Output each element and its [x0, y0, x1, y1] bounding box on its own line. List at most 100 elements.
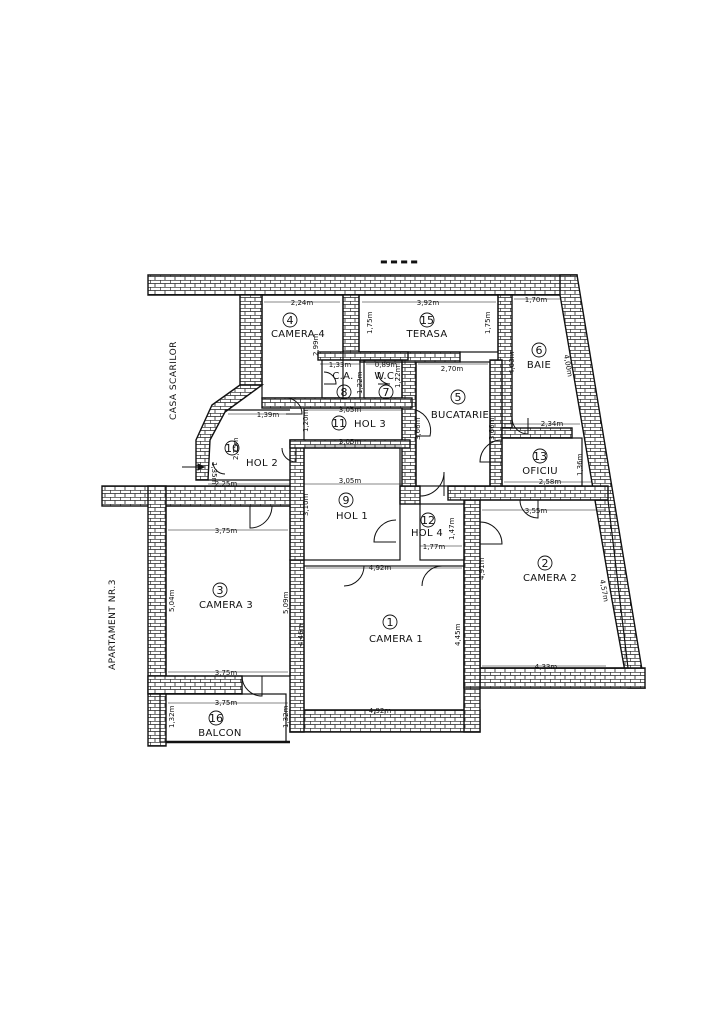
dimension-label: 3,05m — [339, 438, 362, 446]
door-hol2 — [281, 447, 297, 463]
dimension-label: 1,32m — [282, 705, 290, 728]
door-hol4 — [419, 471, 445, 497]
wall-camera4-terasa — [342, 294, 360, 356]
room-name-hol2: HOL 2 — [246, 458, 278, 469]
dimension-label: 4,57m — [598, 579, 610, 603]
dimension-label: 3,66m — [414, 417, 422, 440]
dimension-label: 4,00m — [508, 351, 516, 374]
wall-camera2-left — [463, 487, 481, 689]
room-name-camera4: CAMERA 4 — [271, 329, 325, 340]
dimension-label: 1,20m — [302, 409, 310, 432]
top-wall — [147, 274, 578, 296]
camera2-outline — [479, 499, 629, 669]
room-name-hol3: HOL 3 — [354, 419, 386, 430]
dimension-label: 1,75m — [366, 311, 374, 334]
camera4-outline — [261, 294, 344, 399]
dimension-label: 4,92m — [369, 564, 392, 572]
room-number: 16 — [209, 712, 223, 725]
door-balcony — [241, 675, 263, 697]
room-number: 12 — [421, 514, 435, 527]
dimension-label: 4,45m — [454, 623, 462, 646]
room-name-camera1: CAMERA 1 — [369, 634, 423, 645]
dimension-label: 3,66m — [488, 417, 496, 440]
dimension-label: 4,92m — [369, 707, 392, 715]
room-name-oficiu: OFICIU — [522, 466, 558, 477]
hol1-outline — [303, 447, 401, 561]
dimension-label: 1,39m — [257, 411, 280, 419]
room-name-terasa: TERASA — [406, 329, 448, 340]
room-number: 11 — [332, 417, 346, 430]
wall-wc — [317, 351, 409, 361]
left-wall-camera4 — [239, 294, 263, 386]
room-names: CAMERA 4 TERASA BAIE C.A. W.C. BUCATARIE… — [198, 329, 577, 739]
outer-walls — [101, 274, 646, 747]
hol4-outline — [419, 503, 465, 561]
room-number: 10 — [225, 442, 239, 455]
wall-ofice-bottom — [447, 485, 609, 501]
dimension-label: 4,00m — [562, 354, 574, 378]
bottom-wall-camera3 — [147, 675, 243, 695]
room-number: 7 — [383, 386, 390, 399]
door-oficiu — [479, 439, 503, 463]
door-camera2 — [479, 521, 503, 545]
room-name-wc: W.C. — [374, 371, 397, 382]
door-kitchen — [415, 409, 432, 437]
room-number: 8 — [341, 386, 348, 399]
kitchen-outline — [415, 361, 491, 487]
room-number: 4 — [287, 314, 294, 327]
dimension-label: 1,32m — [168, 705, 176, 728]
stairs-label: CASA SCARILOR — [169, 341, 179, 420]
dimension-label: 2,25m — [215, 480, 238, 488]
room-number: 15 — [420, 314, 434, 327]
room-name-bucatarie: BUCATARIE — [431, 410, 489, 421]
dimension-label: 2,58m — [539, 478, 562, 486]
door-camera3 — [249, 505, 273, 529]
door-hol4-camera1 — [421, 565, 443, 587]
dimension-label: 1,36m — [576, 453, 584, 476]
dimension-label: 5,04m — [168, 589, 176, 612]
camera3-outline — [165, 505, 291, 677]
room-labels — [208, 312, 553, 726]
room-name-camera2: CAMERA 2 — [523, 573, 577, 584]
dimension-label: 1,75m — [484, 311, 492, 334]
room-numbers: 4 15 6 8 7 5 11 10 13 9 12 2 3 1 16 — [209, 314, 549, 725]
dimension-label: 1,47m — [448, 517, 456, 540]
dimension-label: 1,22m — [356, 371, 364, 394]
dimension-label: 3,05m — [339, 477, 362, 485]
room-number: 13 — [533, 450, 547, 463]
dimension-label: 4,91m — [478, 557, 486, 580]
room-name-baie: BAIE — [527, 360, 551, 371]
room-number: 5 — [455, 391, 462, 404]
dimension-label: 1,22m — [394, 365, 402, 388]
dimension-label: 3,92m — [417, 299, 440, 307]
room-name-balcon: BALCON — [198, 728, 241, 739]
dimension-label: 2,25m — [232, 437, 240, 460]
dimension-label: 2,34m — [541, 420, 564, 428]
dimension-labels: 2,24m 3,92m 1,70m 2,99m 1,75m 1,75m 4,00… — [168, 296, 610, 728]
dimension-label: 4,46m — [297, 623, 305, 646]
door-camera2-2 — [519, 499, 539, 519]
room-name-camera3: CAMERA 3 — [199, 600, 253, 611]
wall-oficiu-top — [501, 427, 573, 439]
dimension-label: 1,70m — [525, 296, 548, 304]
door-ca — [323, 371, 337, 385]
dimension-label: 4,33m — [535, 663, 558, 671]
corridor-wall — [101, 485, 303, 507]
room-number: 3 — [217, 584, 224, 597]
dimension-label: 3,75m — [215, 699, 238, 707]
room-name-ca: C.A. — [332, 371, 353, 382]
dimension-label: 5,09m — [282, 591, 290, 614]
room-number: 2 — [542, 557, 549, 570]
door-wc — [377, 371, 391, 385]
wall-hol3-top — [261, 397, 413, 409]
door-camera1 — [343, 565, 365, 587]
cropped-title-marks: ▬ ▬ ▬ ▬ — [380, 257, 418, 266]
hol3-outline — [303, 407, 403, 441]
door-hol1-hol4 — [373, 519, 397, 543]
dimension-label: 0,89m — [375, 361, 398, 369]
neighbor-apartment-label: APARTAMENT NR.3 — [108, 579, 118, 670]
dimension-label: 3,75m — [215, 527, 238, 535]
door-bath — [511, 417, 529, 435]
left-wall — [147, 485, 167, 747]
